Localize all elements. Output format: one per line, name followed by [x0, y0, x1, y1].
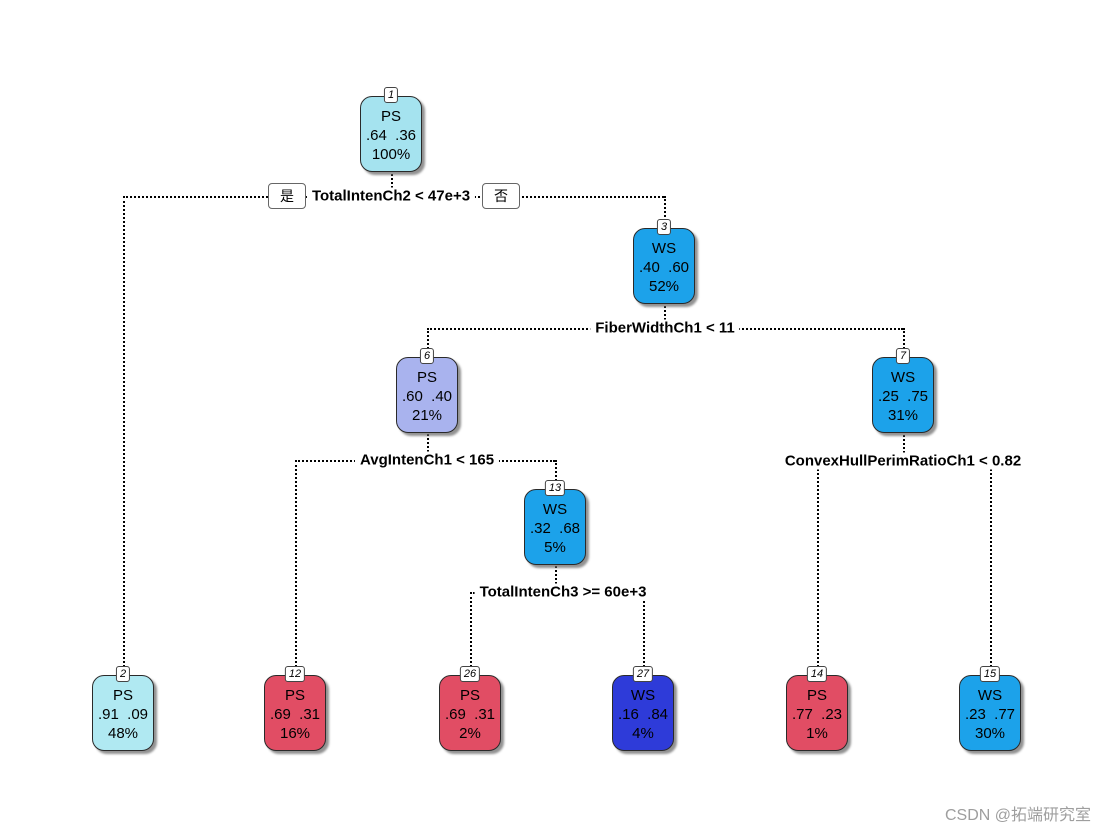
tree-edge — [555, 563, 557, 592]
node-class-label: WS — [630, 687, 656, 704]
node-id-badge: 14 — [806, 666, 828, 682]
node-probabilities: .64 .36 — [365, 127, 417, 144]
node-percentage: 52% — [648, 278, 680, 295]
tree-edge — [123, 196, 125, 675]
node-id-badge: 3 — [656, 219, 672, 235]
branch-label: 否 — [482, 183, 520, 209]
tree-edge — [391, 170, 393, 196]
node-probabilities: .32 .68 — [529, 520, 581, 537]
tree-edge — [664, 196, 666, 228]
node-percentage: 1% — [806, 725, 828, 742]
split-condition-label: TotalIntenCh3 >= 60e+3 — [474, 583, 652, 601]
node-probabilities: .91 .09 — [97, 706, 149, 723]
node-id-badge: 15 — [979, 666, 1001, 682]
node-id-badge: 26 — [459, 666, 481, 682]
node-class-label: WS — [977, 687, 1003, 704]
tree-edge — [990, 461, 992, 675]
tree-edge — [643, 592, 645, 675]
branch-label: 是 — [268, 183, 306, 209]
node-class-label: PS — [112, 687, 133, 704]
node-class-label: WS — [542, 501, 568, 518]
node-probabilities: .40 .60 — [638, 259, 690, 276]
node-probabilities: .60 .40 — [401, 388, 453, 405]
node-id-badge: 27 — [632, 666, 654, 682]
node-percentage: 31% — [887, 407, 919, 424]
tree-edge — [427, 431, 429, 460]
tree-edge — [470, 592, 472, 675]
node-id-badge: 12 — [284, 666, 306, 682]
node-class-label: PS — [416, 369, 437, 386]
node-probabilities: .69 .31 — [444, 706, 496, 723]
node-percentage: 48% — [107, 725, 139, 742]
node-class-label: WS — [890, 369, 916, 386]
tree-edge — [903, 431, 905, 461]
node-percentage: 5% — [544, 539, 566, 556]
node-probabilities: .25 .75 — [877, 388, 929, 405]
tree-edge — [817, 461, 819, 675]
node-percentage: 2% — [459, 725, 481, 742]
node-id-badge: 2 — [115, 666, 131, 682]
node-id-badge: 13 — [544, 480, 566, 496]
split-condition-label: AvgIntenCh1 < 165 — [354, 451, 500, 469]
node-id-badge: 1 — [383, 87, 399, 103]
watermark: CSDN @拓端研究室 — [944, 807, 1091, 824]
node-probabilities: .77 .23 — [791, 706, 843, 723]
node-percentage: 16% — [279, 725, 311, 742]
split-condition-label: FiberWidthCh1 < 11 — [590, 319, 740, 337]
tree-edge — [427, 328, 429, 357]
split-condition-label: TotalIntenCh2 < 47e+3 — [306, 187, 476, 205]
node-id-badge: 7 — [895, 348, 911, 364]
tree-edge — [295, 460, 297, 675]
node-probabilities: .16 .84 — [617, 706, 669, 723]
tree-edge — [555, 460, 557, 489]
node-percentage: 100% — [371, 146, 411, 163]
node-class-label: PS — [459, 687, 480, 704]
node-class-label: PS — [284, 687, 305, 704]
node-class-label: PS — [380, 108, 401, 125]
node-percentage: 30% — [974, 725, 1006, 742]
split-condition-label: ConvexHullPerimRatioCh1 < 0.82 — [779, 452, 1027, 470]
tree-edge — [664, 302, 666, 328]
node-class-label: WS — [651, 240, 677, 257]
node-probabilities: .23 .77 — [964, 706, 1016, 723]
node-class-label: PS — [806, 687, 827, 704]
node-id-badge: 6 — [419, 348, 435, 364]
node-percentage: 4% — [632, 725, 654, 742]
node-percentage: 21% — [411, 407, 443, 424]
tree-edge — [903, 328, 905, 357]
node-probabilities: .69 .31 — [269, 706, 321, 723]
